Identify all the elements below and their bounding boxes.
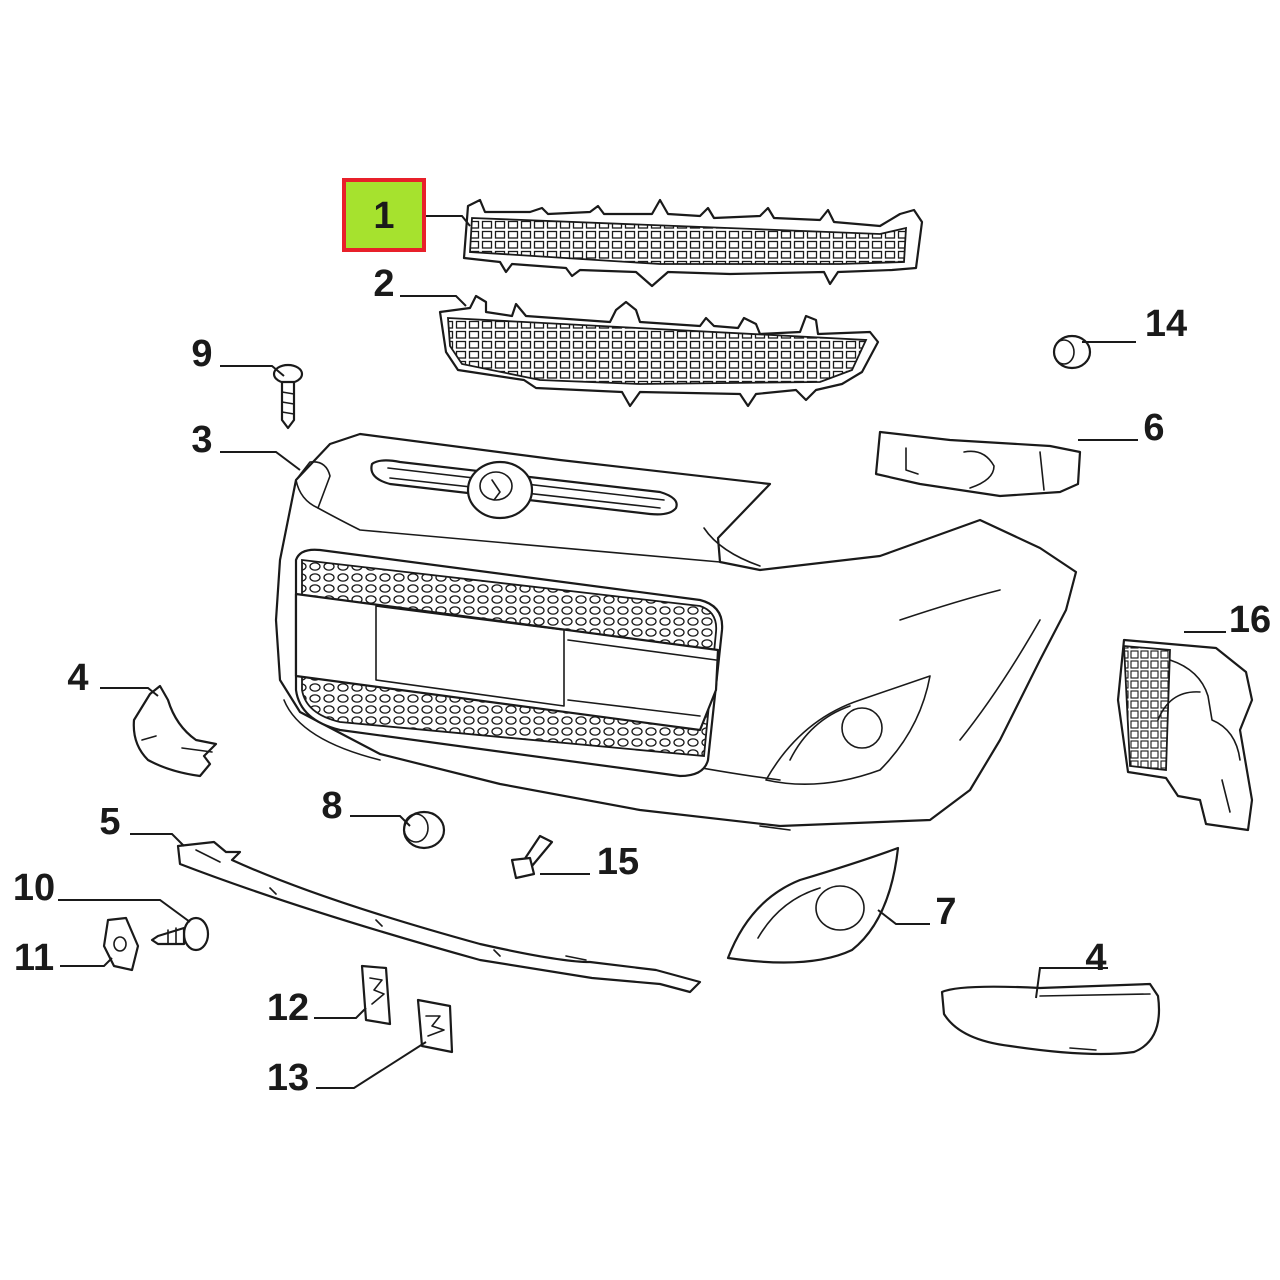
- part-4-left-bracket: [132, 684, 218, 778]
- callout-5[interactable]: 5: [99, 801, 120, 843]
- part-15-bolt: [510, 834, 554, 880]
- leader-lines: [58, 215, 1226, 1089]
- callout-4-lower[interactable]: 4: [1085, 937, 1106, 979]
- part-14-grommet: [1052, 334, 1092, 370]
- callout-14[interactable]: 14: [1145, 303, 1187, 345]
- part-12-clip: [360, 964, 392, 1026]
- callouts: 1 2 3 4 4 5 6 7 8 9 10 11 12 13 14 15 16: [13, 178, 1271, 1099]
- callout-3[interactable]: 3: [191, 419, 212, 461]
- part-1-upper-grille: [462, 198, 924, 288]
- callout-8[interactable]: 8: [321, 785, 342, 827]
- part-8-grommet: [402, 810, 446, 850]
- part-7-fog-lamp-bezel: [726, 846, 900, 964]
- part-2-lower-grille: [438, 294, 880, 408]
- part-9-screw: [272, 363, 304, 430]
- callout-16[interactable]: 16: [1229, 599, 1271, 641]
- callout-2[interactable]: 2: [373, 263, 394, 305]
- callout-13[interactable]: 13: [267, 1057, 309, 1099]
- part-10-screw: [150, 916, 210, 952]
- callout-12[interactable]: 12: [267, 987, 309, 1029]
- part-5-lower-reinforcement: [176, 840, 702, 994]
- part-11-clip: [102, 916, 140, 972]
- part-3-front-bumper: [274, 432, 1078, 831]
- callout-10[interactable]: 10: [13, 867, 55, 909]
- callout-11[interactable]: 11: [14, 937, 54, 979]
- part-6-bumper-bracket: [874, 430, 1082, 498]
- callout-7[interactable]: 7: [935, 891, 956, 933]
- callout-9[interactable]: 9: [191, 333, 212, 375]
- part-16-side-bracket: [1116, 638, 1254, 832]
- part-4-lower-cover: [940, 982, 1160, 1056]
- part-13-clip: [416, 998, 454, 1054]
- callout-1[interactable]: 1: [373, 195, 394, 237]
- callout-4-left[interactable]: 4: [67, 657, 88, 699]
- callout-1-highlight: [342, 178, 426, 252]
- callout-15[interactable]: 15: [597, 841, 639, 883]
- callout-6[interactable]: 6: [1143, 407, 1164, 449]
